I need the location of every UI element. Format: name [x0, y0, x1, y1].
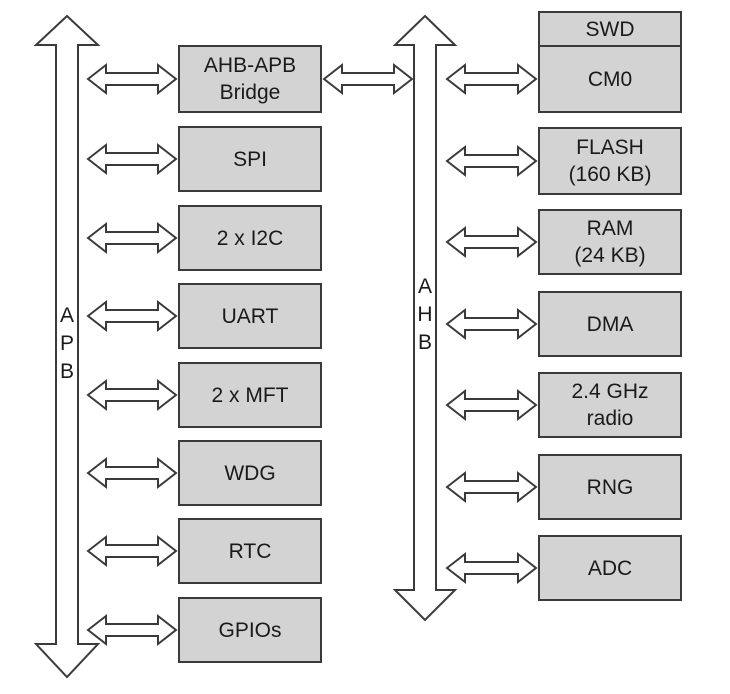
apb-connector-bridge	[86, 62, 178, 96]
ahb-letter-h: H	[417, 303, 433, 326]
ahb-letter-b: B	[417, 331, 432, 354]
ram-box: RAM (24 KB)	[538, 209, 682, 275]
apb-connector-rtc	[86, 534, 178, 568]
ahb-connector-dma	[445, 307, 538, 341]
cm0-box: CM0	[538, 45, 682, 113]
ahb-apb-bridge-box: AHB-APB Bridge	[178, 45, 322, 113]
apb-bus-arrow	[33, 14, 101, 679]
ahb-connector-adc	[445, 551, 538, 585]
adc-box: ADC	[538, 535, 682, 601]
apb-connector-wdg	[86, 456, 178, 490]
ahb-connector-radio	[445, 388, 538, 422]
apb-connector-uart	[86, 299, 178, 333]
ahb-letter-a: A	[417, 275, 432, 298]
apb-connector-gpios	[86, 613, 178, 647]
ahb-bus-arrow	[392, 14, 458, 622]
dma-box: DMA	[538, 291, 682, 357]
wdg-box: WDG	[178, 440, 322, 506]
apb-letter-b: B	[59, 360, 74, 383]
rng-box: RNG	[538, 454, 682, 520]
bridge-ahb-connector	[322, 62, 414, 96]
apb-letter-p: P	[59, 332, 74, 355]
swd-box: SWD	[538, 11, 682, 47]
ahb-connector-rng	[445, 470, 538, 504]
gpios-box: GPIOs	[178, 597, 322, 663]
apb-connector-mft	[86, 378, 178, 412]
apb-connector-i2c	[86, 221, 178, 255]
apb-letter-a: A	[59, 304, 74, 327]
mft-box: 2 x MFT	[178, 362, 322, 428]
ahb-connector-ram	[445, 225, 538, 259]
ahb-connector-cm0	[445, 62, 538, 96]
flash-box: FLASH (160 KB)	[538, 127, 682, 195]
uart-box: UART	[178, 283, 322, 349]
radio-box: 2.4 GHz radio	[538, 372, 682, 438]
rtc-box: RTC	[178, 518, 322, 584]
i2c-box: 2 x I2C	[178, 205, 322, 271]
spi-box: SPI	[178, 126, 322, 192]
apb-connector-spi	[86, 142, 178, 176]
ahb-connector-flash	[445, 144, 538, 178]
